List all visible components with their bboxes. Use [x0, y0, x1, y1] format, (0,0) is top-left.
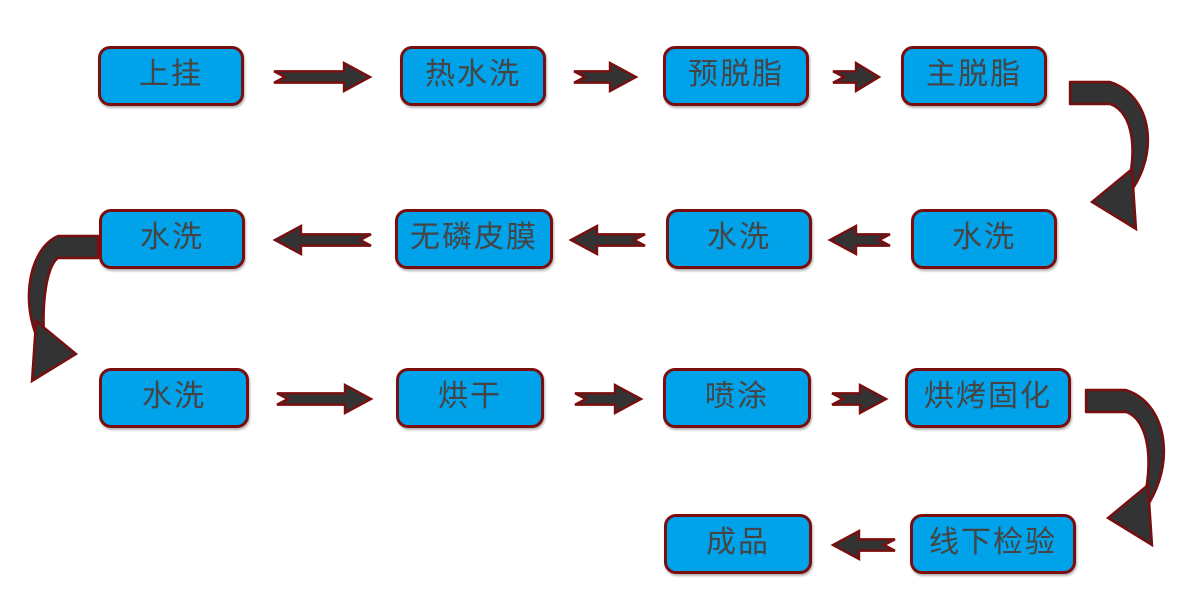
process-node-n10[interactable]: 烘干 — [396, 368, 544, 428]
flow-arrow-left — [830, 528, 896, 562]
flow-arrow-left — [568, 223, 646, 257]
process-node-label: 预脱脂 — [688, 58, 784, 91]
process-node-label: 水洗 — [707, 221, 771, 254]
curved-flow-arrow-left — [6, 232, 106, 384]
flow-arrow-right — [574, 382, 644, 416]
flow-arrow-left — [827, 223, 891, 257]
process-node-n6[interactable]: 水洗 — [666, 209, 812, 269]
flow-arrow-right — [831, 382, 889, 416]
process-node-label: 水洗 — [952, 221, 1016, 254]
process-node-label: 水洗 — [140, 221, 204, 254]
process-node-n11[interactable]: 喷涂 — [663, 368, 811, 428]
flow-arrow-right — [573, 60, 639, 94]
process-node-label: 水洗 — [142, 380, 206, 413]
process-node-n4[interactable]: 主脱脂 — [901, 46, 1047, 106]
process-node-label: 线下检验 — [929, 526, 1057, 559]
process-node-label: 喷涂 — [705, 380, 769, 413]
process-node-n9[interactable]: 水洗 — [99, 368, 249, 428]
process-node-label: 无磷皮膜 — [410, 221, 538, 254]
flow-arrow-left — [272, 223, 372, 257]
process-node-label: 主脱脂 — [926, 58, 1022, 91]
process-node-n13[interactable]: 线下检验 — [910, 514, 1076, 574]
process-node-n1[interactable]: 上挂 — [98, 46, 244, 106]
curved-flow-arrow-right — [1062, 78, 1174, 232]
process-node-n8[interactable]: 水洗 — [99, 209, 245, 269]
process-node-n7[interactable]: 无磷皮膜 — [395, 209, 553, 269]
curved-flow-arrow-right — [1078, 386, 1190, 548]
process-node-label: 烘干 — [438, 380, 502, 413]
flow-arrow-right — [832, 60, 882, 94]
process-node-label: 成品 — [706, 526, 770, 559]
process-node-n5[interactable]: 水洗 — [911, 209, 1057, 269]
process-node-label: 上挂 — [139, 58, 203, 91]
process-node-n14[interactable]: 成品 — [664, 514, 812, 574]
process-node-n12[interactable]: 烘烤固化 — [905, 368, 1071, 428]
process-node-n2[interactable]: 热水洗 — [400, 46, 546, 106]
process-node-n3[interactable]: 预脱脂 — [663, 46, 809, 106]
process-node-label: 热水洗 — [425, 58, 521, 91]
process-node-label: 烘烤固化 — [924, 380, 1052, 413]
flow-arrow-right — [273, 60, 373, 94]
flow-arrow-right — [276, 382, 374, 416]
